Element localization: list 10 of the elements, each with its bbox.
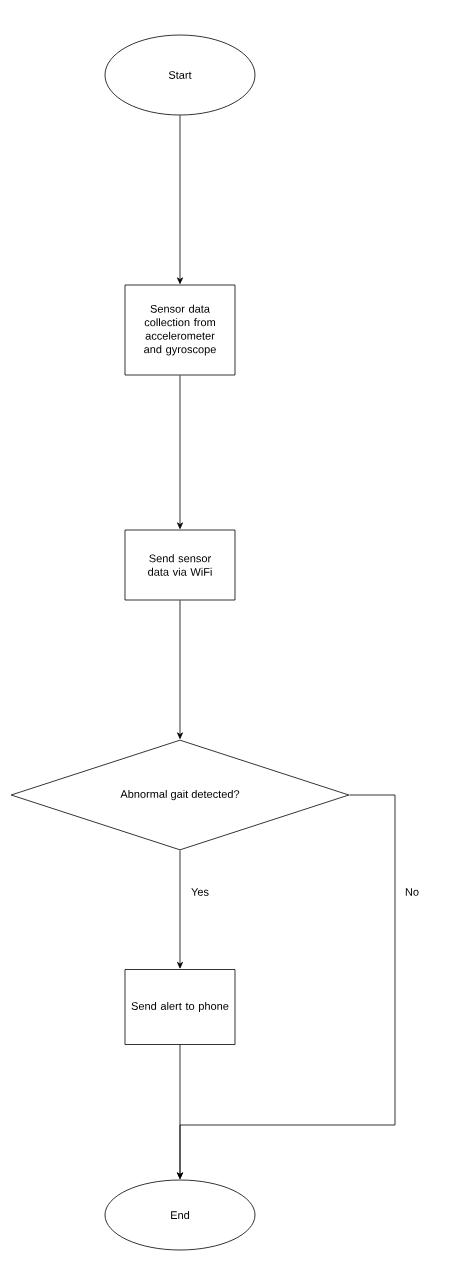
process-box: Sensor data collection from accelerometer and gyroscope <box>124 284 236 376</box>
arrow <box>177 1044 183 1179</box>
arrow <box>177 375 183 529</box>
arrow <box>177 115 183 284</box>
arrow <box>177 600 183 739</box>
edge-label: Yes <box>190 887 210 897</box>
arrow <box>177 850 183 969</box>
edge-label: No <box>403 887 421 897</box>
process-box: Send alert to phone <box>124 969 236 1045</box>
process-box: Send sensor data via WiFi <box>124 529 236 601</box>
